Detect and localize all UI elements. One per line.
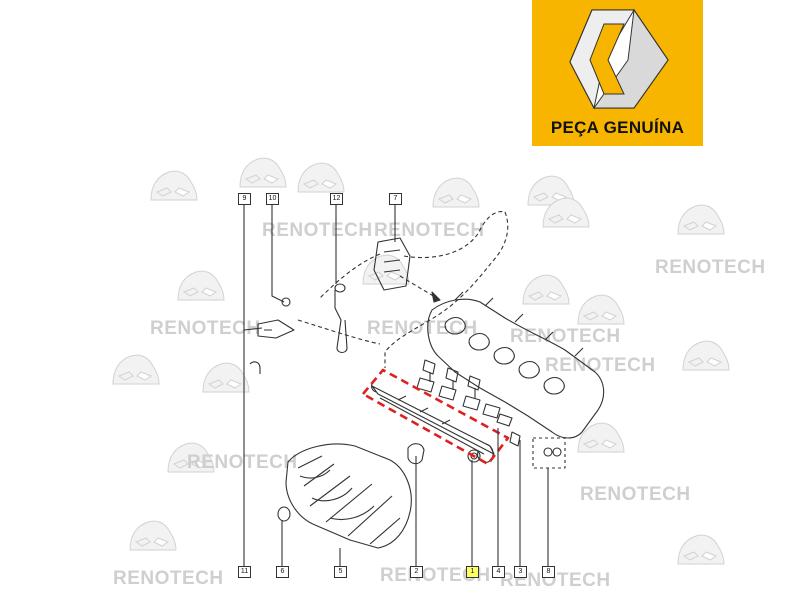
badge-text: PEÇA GENUÍNA	[550, 118, 685, 137]
callout-8: 8	[542, 566, 555, 578]
callout-11: 11	[238, 566, 251, 578]
watermark-text: RENOTECH	[187, 452, 298, 473]
watermark-text: RENOTECH	[374, 220, 485, 241]
car-watermark-icon	[129, 520, 177, 551]
watermark-text: RENOTECH	[655, 257, 766, 278]
renault-diamond-logo	[569, 8, 669, 110]
watermark-text: RENOTECH	[367, 318, 478, 339]
injector-row	[416, 359, 513, 427]
car-watermark-icon	[577, 422, 625, 453]
callout-5: 5	[334, 566, 347, 578]
car-watermark-icon	[239, 157, 287, 188]
callout-7: 7	[389, 193, 402, 205]
car-watermark-icon	[150, 170, 198, 201]
highlight-box	[361, 368, 510, 466]
car-watermark-icon	[297, 162, 345, 193]
car-watermark-icon	[167, 442, 215, 473]
watermark-text: RENOTECH	[113, 568, 224, 589]
car-watermark-icon	[577, 294, 625, 325]
engine-cover	[285, 443, 412, 549]
callout-3: 3	[514, 566, 527, 578]
callout-9: 9	[238, 193, 251, 205]
car-watermark-icon	[682, 340, 730, 371]
callout-6: 6	[276, 566, 289, 578]
car-watermark-icon	[177, 270, 225, 301]
manifold-port	[493, 346, 515, 365]
manifold-port	[543, 376, 565, 395]
car-watermark-icon	[112, 354, 160, 385]
manifold-port	[468, 332, 490, 351]
watermark-text: RENOTECH	[380, 565, 491, 586]
manifold-port	[518, 360, 540, 379]
fuel-rail	[371, 385, 495, 455]
manifold-port	[444, 316, 466, 335]
watermark-text: RENOTECH	[262, 220, 373, 241]
car-watermark-icon	[677, 534, 725, 565]
car-watermark-icon	[432, 177, 480, 208]
watermark-text: RENOTECH	[545, 355, 656, 376]
callout-10: 10	[266, 193, 279, 205]
watermark-text: RENOTECH	[500, 570, 611, 591]
car-watermark-icon	[542, 197, 590, 228]
car-watermark-icon	[202, 362, 250, 393]
car-watermark-icon	[522, 274, 570, 305]
car-watermark-icon	[677, 204, 725, 235]
genuine-part-badge: PEÇA GENUÍNA	[532, 0, 703, 146]
intake-manifold	[427, 298, 605, 439]
watermark-text: RENOTECH	[580, 484, 691, 505]
callout-4: 4	[492, 566, 505, 578]
callout-2: 2	[410, 566, 423, 578]
callout-1: 1	[466, 566, 479, 578]
ecu-module	[373, 237, 411, 291]
watermark-text: RENOTECH	[150, 318, 261, 339]
watermark-text: RENOTECH	[510, 326, 621, 347]
callout-12: 12	[330, 193, 343, 205]
